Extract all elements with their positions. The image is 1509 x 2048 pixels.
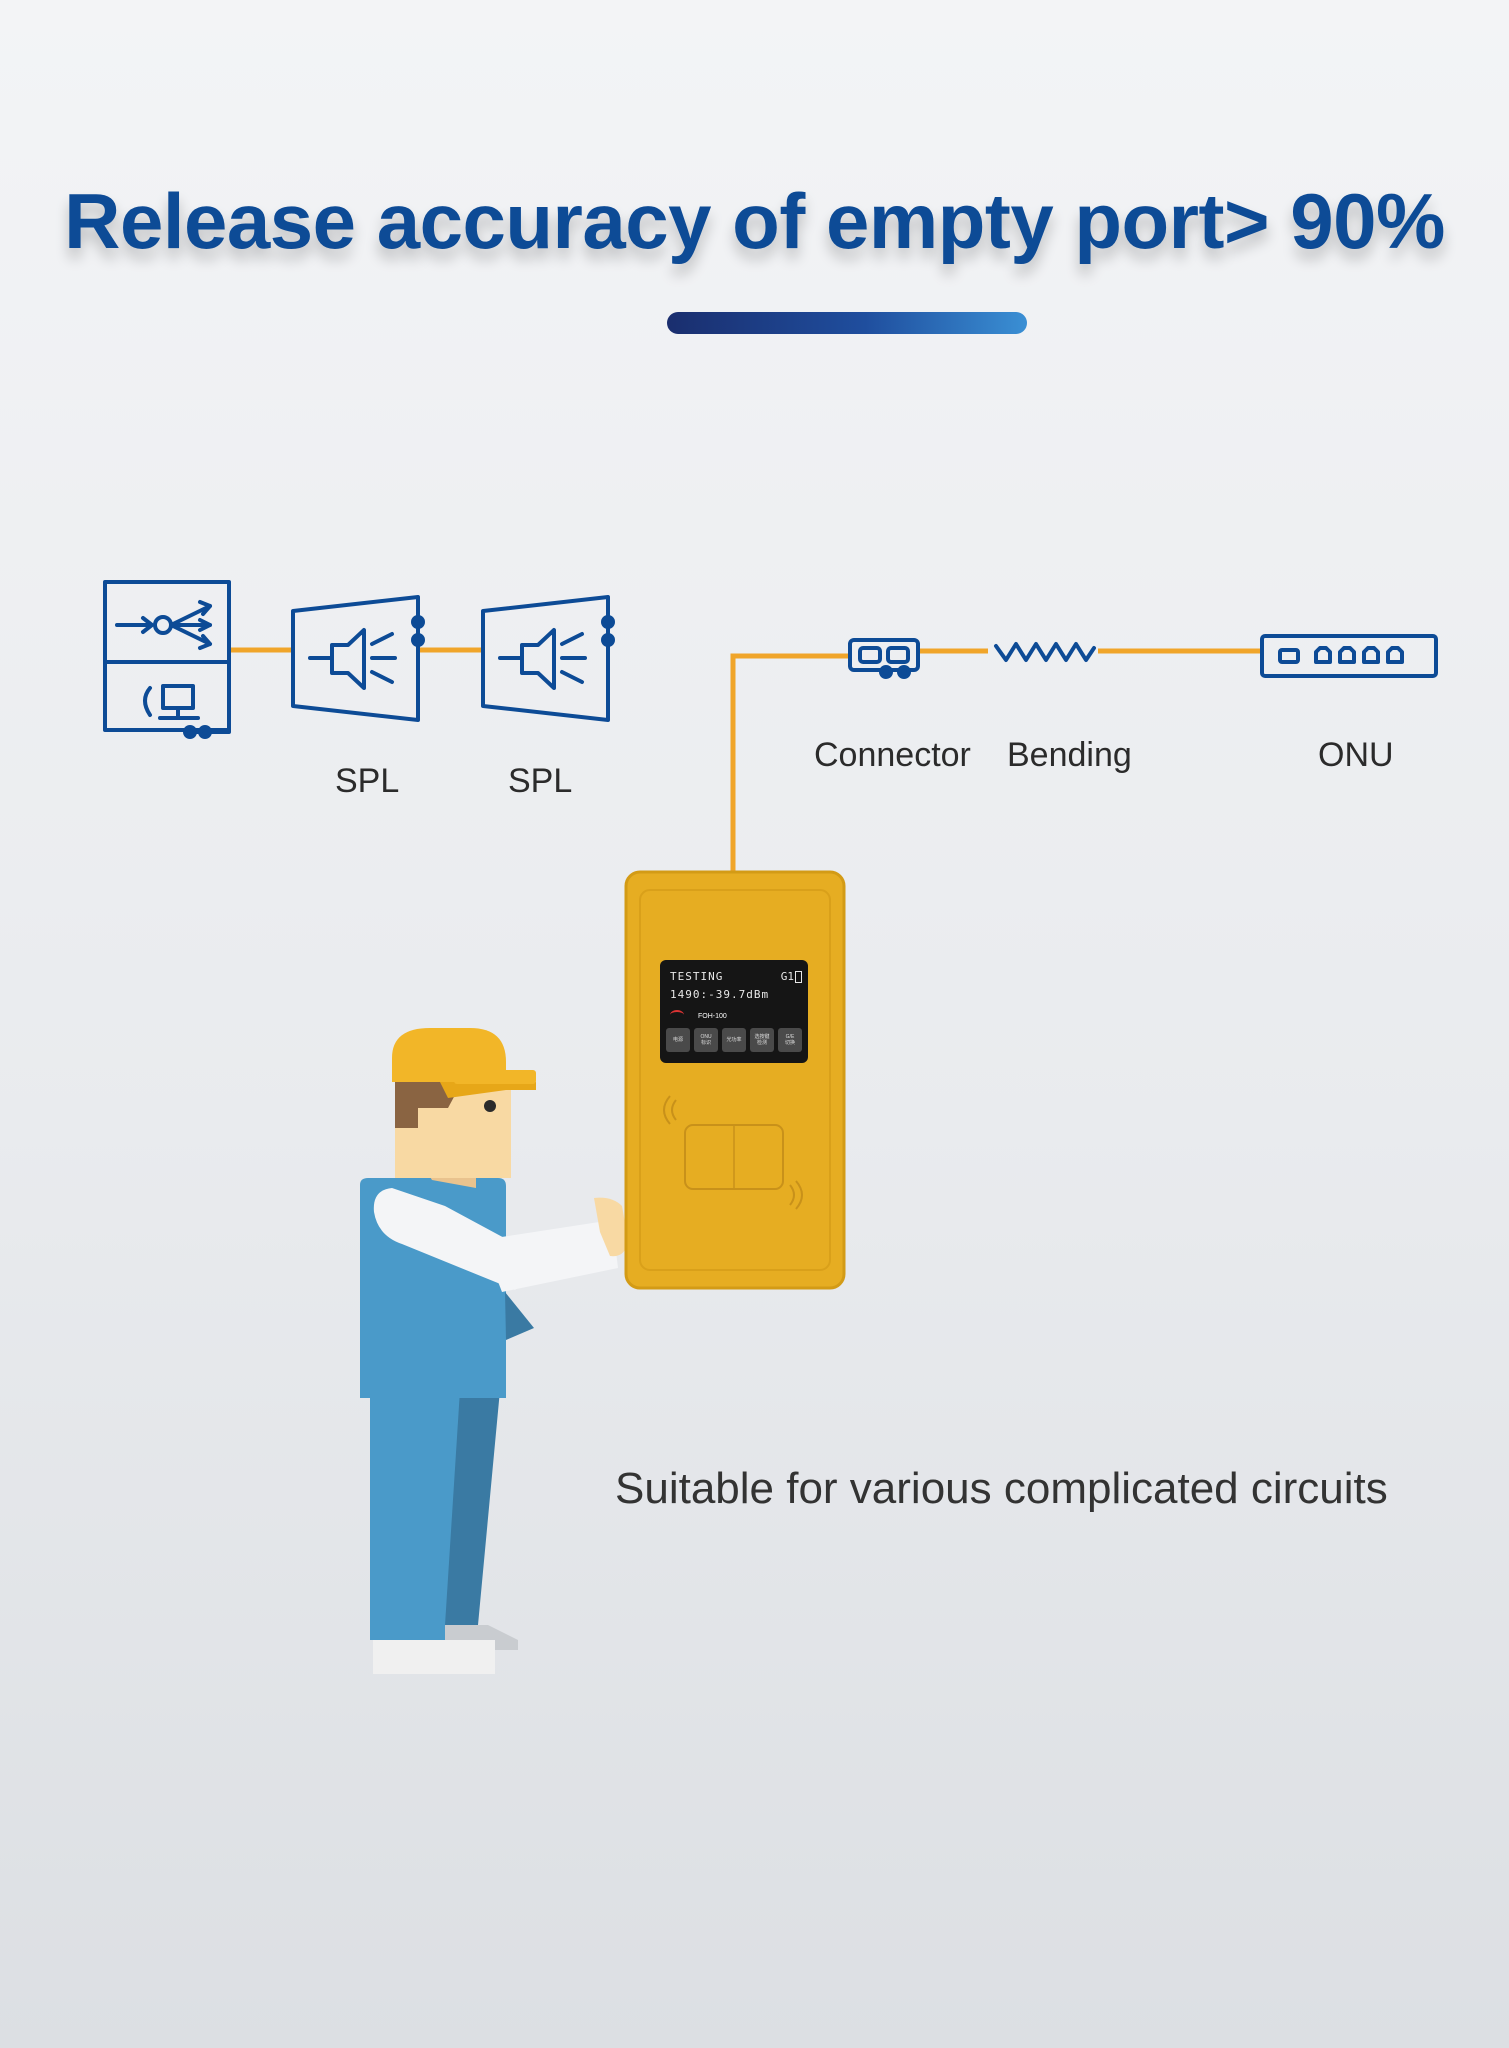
- device-button-key-test[interactable]: 选按键 检测: [750, 1028, 774, 1052]
- device-button-switch[interactable]: G/E 切换: [778, 1028, 802, 1052]
- spl-icon-2: [481, 595, 615, 722]
- handheld-device: [624, 870, 846, 1290]
- label-bending: Bending: [1007, 736, 1132, 774]
- worker-arm-shadow: [505, 1292, 534, 1340]
- screen-model: FOH-100: [698, 1013, 727, 1020]
- worker-hair: [395, 1082, 462, 1128]
- worker-eye: [484, 1100, 496, 1112]
- worker-forearm: [482, 1220, 618, 1292]
- device-button-power[interactable]: 电源: [666, 1028, 690, 1052]
- label-connector: Connector: [814, 736, 971, 774]
- screen-status: TESTING: [670, 970, 724, 983]
- caption: Suitable for various complicated circuit…: [615, 1464, 1388, 1513]
- device-button-optical-power[interactable]: 光功率: [722, 1028, 746, 1052]
- worker-hand: [594, 1197, 628, 1257]
- worker-illustration: [360, 1028, 628, 1674]
- label-spl-1: SPL: [335, 762, 400, 800]
- olt-icon: [103, 580, 231, 739]
- device-buttons: 电源 ONU 标识 光功率 选按键 检测 G/E 切换: [666, 1028, 802, 1054]
- brand-logo-icon: [670, 1010, 684, 1020]
- worker-helmet-brim: [440, 1082, 536, 1098]
- worker-leg-back: [445, 1390, 500, 1625]
- screen-reading: 1490:-39.7dBm: [670, 988, 770, 1001]
- page-title: Release accuracy of empty port> 90%: [64, 177, 1445, 265]
- connector-icon: [848, 638, 920, 679]
- worker-helmet-visor: [454, 1070, 536, 1084]
- bending-icon: [994, 642, 1096, 662]
- worker-leg-front: [370, 1390, 470, 1640]
- fiber-lines: [230, 647, 1262, 876]
- worker-shoe-front: [373, 1640, 495, 1674]
- label-spl-2: SPL: [508, 762, 573, 800]
- worker-helmet: [392, 1028, 506, 1082]
- label-onu: ONU: [1318, 736, 1394, 774]
- device-screen-content: TESTING G1 1490:-39.7dBm FOH-100 电源 ONU …: [662, 962, 806, 1061]
- device-button-onu[interactable]: ONU 标识: [694, 1028, 718, 1052]
- screen-signal: G1: [780, 970, 794, 983]
- battery-icon: [795, 971, 802, 983]
- title-underline: [667, 312, 1027, 334]
- spl-icon-1: [291, 595, 425, 722]
- fiber-device-connector: [730, 653, 848, 876]
- onu-icon: [1260, 634, 1438, 678]
